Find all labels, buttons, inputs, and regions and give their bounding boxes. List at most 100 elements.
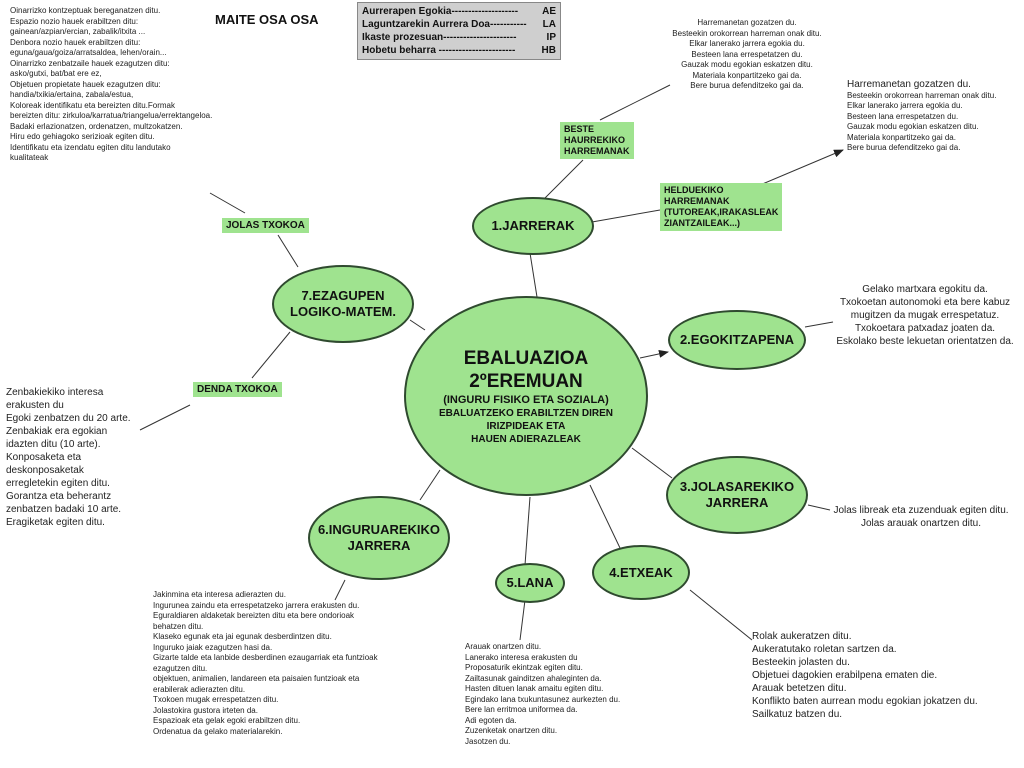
criteria-line: Sailkatuz batzen du. [752, 709, 843, 720]
tag-line: HELDUEKIKO [664, 185, 724, 195]
tag-line: ZIANTZAILEAK...) [664, 218, 740, 228]
legend-label: Hobetu beharra ----------------------- [362, 45, 516, 56]
criteria-line: Aukeratutako roletan sartzen da. [752, 644, 897, 655]
line-egoki-text [804, 321, 834, 328]
criteria-line: Ordenatua da gelako materialarekin. [153, 726, 283, 736]
criteria-line: Jolastokira gustora irteten da. [153, 705, 258, 715]
criteria-line: Inguruko jaiak ezagutzen hasi da. [153, 642, 273, 652]
criteria-line: Zenbakiak era egokian [6, 426, 108, 437]
criteria-line: Besteekin orokorrean harreman onak ditu. [672, 28, 822, 38]
criteria-line: Egoki zenbatzen du 20 arte. [6, 413, 131, 424]
criteria-line: Jolas arauak onartzen ditu. [860, 518, 982, 529]
text-jolas-criteria: Jolas libreak eta zuzenduak egiten ditu.… [826, 504, 1016, 530]
node-label: 7.EZAGUPEN [301, 288, 385, 303]
text-inguru-criteria: Jakinmina eta interesa adierazten du. In… [153, 590, 443, 737]
criteria-line: zenbatzen badaki 10 arte. [6, 504, 122, 515]
criteria-line: Hiru edo gehiagoko serizioak egiten ditu… [10, 132, 155, 141]
tag-denda-txokoa: DENDA TXOKOA [193, 382, 282, 397]
criteria-line: Klaseko egunak eta jai egunak desberdint… [153, 632, 332, 641]
criteria-line: Elkar lanerako jarrera egokia du. [689, 39, 805, 48]
legend-code: LA [542, 19, 556, 30]
text-denda-criteria: Zenbakiekiko interesa erakusten du Egoki… [6, 386, 156, 529]
line-jarrerak-beste [544, 159, 584, 199]
criteria-line: Egindako lana txukuntasunez aurkezten du… [465, 694, 621, 704]
node-center-ebaluazioa: EBALUAZIOA 2ºEREMUAN (INGURU FISIKO ETA … [404, 296, 648, 496]
line-center-lana [524, 496, 531, 566]
tag-line: HARREMANAK [564, 146, 630, 156]
center-subtitle: (INGURU FISIKO ETA SOZIALA) [443, 393, 609, 406]
criteria-line: Gelako martxara egokitu da. [862, 284, 988, 295]
line-center-ezagupen [409, 319, 426, 331]
criteria-line: erakusten du [6, 400, 64, 411]
criteria-line: gainean/azpian/ercian, zabalik/itxita ..… [10, 27, 146, 36]
line-jolastag-topleft [209, 192, 246, 214]
line-jarrerak-heldu [591, 209, 661, 223]
criteria-line: kualitateak [10, 153, 49, 162]
line-lana-text [519, 599, 526, 641]
criteria-line: Zuzenketak onartzen ditu. [465, 726, 558, 735]
legend-row: Hobetu beharra -----------------------HB [362, 44, 556, 57]
node-ezagupen: 7.EZAGUPEN LOGIKO-MATEM. [272, 265, 414, 343]
node-label: 5.LANA [506, 575, 554, 590]
line-center-etxeak [589, 484, 621, 549]
line-center-inguru [419, 469, 441, 501]
legend-label: Laguntzarekin Aurrera Doa----------- [362, 19, 527, 30]
criteria-line: objektuen, animalien, landareen eta pais… [153, 674, 360, 683]
criteria-line: Ingurunea zaindu eta errespetatzeko jarr… [153, 600, 360, 610]
criteria-line: Zenbakiekiko interesa [6, 387, 104, 398]
line-center-egokitzapena [639, 349, 669, 359]
criteria-line: Espazio nozio hauek erabiltzen ditu: [10, 16, 139, 26]
criteria-line: Besteekin jolasten du. [752, 657, 850, 668]
tag-line: BESTE [564, 124, 595, 134]
node-jolasarekiko: 3.JOLASAREKIKO JARRERA [666, 456, 808, 534]
legend-code: AE [542, 6, 556, 17]
line-heldu-topright [759, 149, 844, 186]
criteria-line: idazten ditu (10 arte). [6, 439, 101, 450]
node-label: JARRERA [705, 495, 769, 510]
criteria-line: Rolak aukeratzen ditu. [752, 631, 852, 642]
criteria-line: bereizten ditu: zirkuloa/karratua/triang… [10, 111, 213, 120]
line-etxeak-text [689, 589, 753, 641]
criteria-line: deskonposaketak [6, 465, 84, 476]
criteria-line: ezagutzen ditu. [153, 663, 208, 673]
criteria-line: Objetuei dagokien erabilpena ematen die. [752, 670, 938, 681]
criteria-line: Bere burua defenditzeko gai da. [847, 143, 961, 152]
criteria-line: Eskolako beste lekuetan orientatzen da. [836, 336, 1014, 347]
criteria-line: Bere burua defenditzeko gai da. [690, 81, 804, 90]
legend-label: Aurrerapen Egokia-------------------- [362, 6, 519, 17]
line-ezagupen-denda [251, 331, 291, 379]
criteria-line: Txokoen mugak errespetatzen ditu. [153, 695, 279, 704]
criteria-line: Denbora nozio hauek erabiltzen ditu: [10, 37, 141, 47]
criteria-line: Besteen lana errespetatzen du. [691, 49, 803, 59]
criteria-line: asko/gutxi, bat/bat ere ez, [10, 69, 102, 78]
criteria-line: Objetuen propietate hauek ezagutzen ditu… [10, 79, 161, 89]
criteria-line: Konposaketa eta [6, 452, 82, 463]
node-inguruarekiko: 6.INGURUAREKIKO JARRERA [308, 496, 450, 580]
legend-box: Aurrerapen Egokia--------------------AE … [357, 2, 561, 60]
tag-line: HARREMANAK [664, 196, 730, 206]
criteria-line: handia/txikia/ertaina, zabala/estua, [10, 90, 134, 99]
criteria-line: Proposaturik ekintzak egiten ditu. [465, 663, 583, 672]
node-label: 3.JOLASAREKIKO [679, 479, 795, 494]
center-subtitle: IRIZPIDEAK ETA [486, 420, 566, 432]
legend-row: Laguntzarekin Aurrera Doa----------- LA [362, 18, 556, 31]
criteria-line: Besteen lana errespetatzen du. [847, 111, 959, 121]
criteria-line: Txokoetara patxadaz joaten da. [854, 323, 996, 334]
criteria-line: Harremanetan gozatzen du. [847, 79, 971, 90]
criteria-line: Badaki erlazionatzen, ordenatzen, multzo… [10, 121, 183, 131]
criteria-line: Jakinmina eta interesa adierazten du. [153, 590, 286, 599]
text-beste-criteria: Harremanetan gozatzen du. Besteekin orok… [657, 18, 837, 92]
criteria-line: Besteekin orokorrean harreman onak ditu. [847, 90, 997, 100]
line-ezagupen-jolastag [277, 234, 299, 268]
criteria-line: behatzen ditu. [153, 621, 204, 631]
criteria-line: Materiala konpartitzeko gai da. [692, 70, 802, 80]
line-center-jolas [631, 447, 673, 479]
legend-row: Ikaste prozesuan----------------------IP [362, 31, 556, 44]
criteria-line: Arauak betetzen ditu. [752, 683, 847, 694]
criteria-line: Zailtasunak gainditzen ahaleginten da. [465, 673, 602, 683]
criteria-line: Jolas libreak eta zuzenduak egiten ditu. [833, 505, 1009, 516]
criteria-line: Adi egoten da. [465, 715, 517, 725]
legend-row: Aurrerapen Egokia-------------------- AE [362, 5, 556, 18]
criteria-line: Harremanetan gozatzen du. [697, 18, 797, 27]
